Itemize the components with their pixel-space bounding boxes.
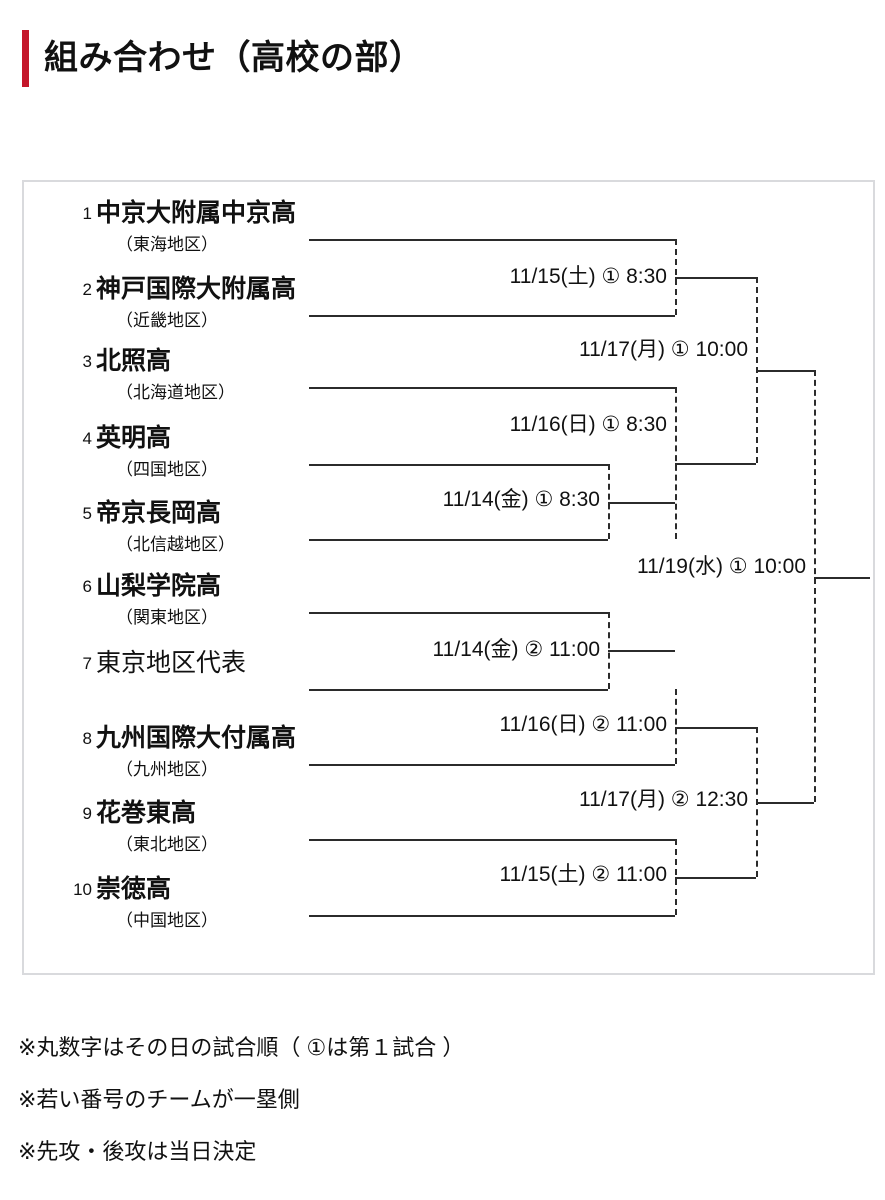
match-label-8: 11/17(月) ② 12:30 [578,788,748,811]
team-name: 花巻東高 [96,799,197,827]
team-name: 山梨学院高 [96,572,222,600]
match-label-final: 11/19(水) ① 10:00 [636,555,806,578]
note-line-3: ※先攻・後攻は当日決定 [18,1139,257,1164]
footer-notes: ※丸数字はその日の試合順（ ①は第１試合 ） ※若い番号のチームが一塁側 ※先攻… [18,1022,818,1178]
team-region: （九州地区） [116,760,218,779]
feeder-line-team-6 [309,612,608,614]
winner-line-match-3 [608,502,675,504]
winner-line-match-6 [675,727,756,729]
team-region: （東北地区） [116,835,218,854]
match-label-1: 11/15(土) ① 8:30 [509,265,667,288]
team-region: （中国地区） [116,911,218,930]
champion-line [814,577,870,579]
winner-line-match-2 [675,463,756,465]
match-label-7: 11/15(土) ② 11:00 [499,863,667,886]
feeder-line-team-2 [309,315,675,317]
team-seed: 4 [82,429,92,448]
note-line-1: ※丸数字はその日の試合順（ ①は第１試合 ） [18,1035,465,1060]
match-label-3: 11/14(金) ① 8:30 [442,488,600,511]
feeder-line-team-9 [309,839,675,841]
team-region: （関東地区） [116,608,218,627]
winner-line-match-1 [675,277,756,279]
team-seed: 6 [82,577,92,596]
connector-final [814,370,816,802]
connector-match-3 [608,464,610,539]
feeder-line-team-5 [309,539,608,541]
match-label-4: 11/17(月) ① 10:00 [578,338,748,361]
team-seed: 1 [82,204,92,223]
team-region: （四国地区） [116,460,218,479]
winner-line-match-7 [675,877,756,879]
bracket-container: 1 中京大附属中京高 （東海地区） 2 神戸国際大附属高 （近畿地区） 3 北照… [22,180,875,975]
title-accent-bar [22,30,29,87]
team-seed: 5 [82,504,92,523]
team-seed: 2 [82,280,92,299]
feeder-line-team-1 [309,239,675,241]
feeder-line-team-7 [309,689,608,691]
team-seed: 8 [82,729,92,748]
team-seed: 10 [73,880,92,899]
match-label-5: 11/14(金) ② 11:00 [432,638,600,661]
team-region: （北信越地区） [116,535,235,554]
team-name: 東京地区代表 [96,649,247,677]
winner-line-match-8 [756,802,814,804]
team-name: 英明高 [96,424,172,452]
team-name: 神戸国際大附属高 [96,275,297,303]
team-name: 帝京長岡高 [96,499,222,527]
feeder-line-team-4 [309,464,608,466]
bracket-canvas: 1 中京大附属中京高 （東海地区） 2 神戸国際大附属高 （近畿地区） 3 北照… [24,182,877,977]
team-name: 九州国際大付属高 [96,724,297,752]
team-region: （東海地区） [116,235,218,254]
connector-match-6 [675,689,677,764]
team-name: 崇徳高 [96,875,172,903]
match-label-6: 11/16(日) ② 11:00 [499,713,667,736]
feeder-line-team-10 [309,915,675,917]
team-seed: 9 [82,804,92,823]
winner-line-match-5 [608,650,675,652]
team-seed: 7 [82,654,92,673]
match-label-2: 11/16(日) ① 8:30 [509,413,667,436]
team-name: 北照高 [96,347,172,375]
team-seed: 3 [82,352,92,371]
page-title: 組み合わせ（高校の部） [44,39,424,77]
winner-line-match-4 [756,370,814,372]
note-line-2: ※若い番号のチームが一塁側 [18,1087,300,1112]
team-region: （北海道地区） [116,383,235,402]
page-header: 組み合わせ（高校の部） [0,0,885,112]
team-region: （近畿地区） [116,311,218,330]
feeder-line-team-8 [309,764,675,766]
feeder-line-team-3 [309,387,675,389]
team-name: 中京大附属中京高 [96,199,297,227]
